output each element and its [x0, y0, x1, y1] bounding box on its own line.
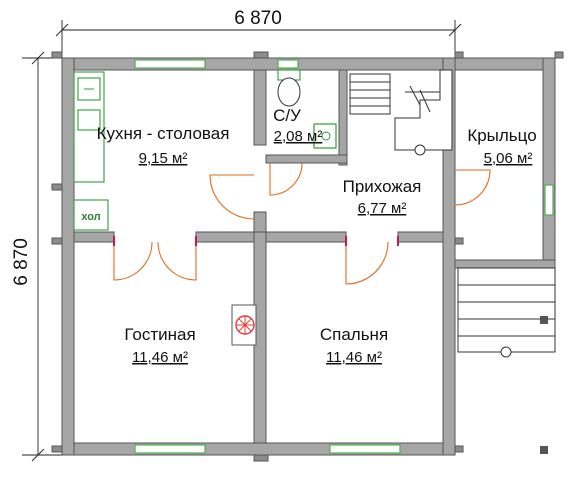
room-porch: Крыльцо 5,06 м²	[467, 126, 536, 167]
window-bathroom-top	[277, 59, 299, 69]
room-porch-name: Крыльцо	[467, 126, 536, 145]
window-porch-right	[544, 184, 554, 216]
room-porch-area: 5,06 м²	[484, 150, 533, 167]
kitchen-counter	[73, 71, 105, 183]
room-kitchen-name: Кухня - столовая	[97, 124, 230, 143]
dimension-left: 6 870	[11, 51, 62, 462]
room-bedroom-name: Спальня	[320, 325, 388, 344]
room-hallway-area: 6,77 м²	[358, 200, 407, 217]
room-bedroom: Спальня 11,46 м²	[320, 325, 388, 366]
dimension-top-label: 6 870	[234, 8, 282, 29]
room-hallway: Прихожая 6,77 м²	[343, 177, 422, 217]
room-bathroom: С/У 2,08 м²	[273, 106, 322, 145]
room-bedroom-area: 11,46 м²	[326, 349, 382, 366]
room-living-area: 11,46 м²	[132, 349, 188, 366]
room-bathroom-name: С/У	[273, 106, 301, 125]
window-living-bottom	[134, 444, 206, 454]
room-living-name: Гостиная	[124, 325, 195, 344]
room-living: Гостиная 11,46 м²	[124, 325, 195, 366]
dimension-left-label: 6 870	[11, 238, 32, 286]
fridge: хол	[73, 199, 109, 231]
room-hallway-name: Прихожая	[343, 177, 422, 196]
stove-icon	[231, 304, 257, 346]
window-bedroom-bottom	[329, 444, 401, 454]
doors	[113, 162, 549, 310]
windows	[134, 59, 554, 454]
dimension-top: 6 870	[55, 8, 462, 60]
sink-icon	[313, 123, 337, 149]
porch-stairs-icon	[457, 267, 556, 454]
fridge-label: хол	[81, 211, 100, 223]
stairs-icon	[349, 69, 453, 156]
room-kitchen-area: 9,15 м²	[139, 150, 188, 167]
room-kitchen: Кухня - столовая 9,15 м²	[97, 124, 230, 167]
window-kitchen-top	[134, 59, 206, 69]
room-bathroom-area: 2,08 м²	[274, 128, 323, 145]
toilet-icon	[277, 69, 301, 107]
